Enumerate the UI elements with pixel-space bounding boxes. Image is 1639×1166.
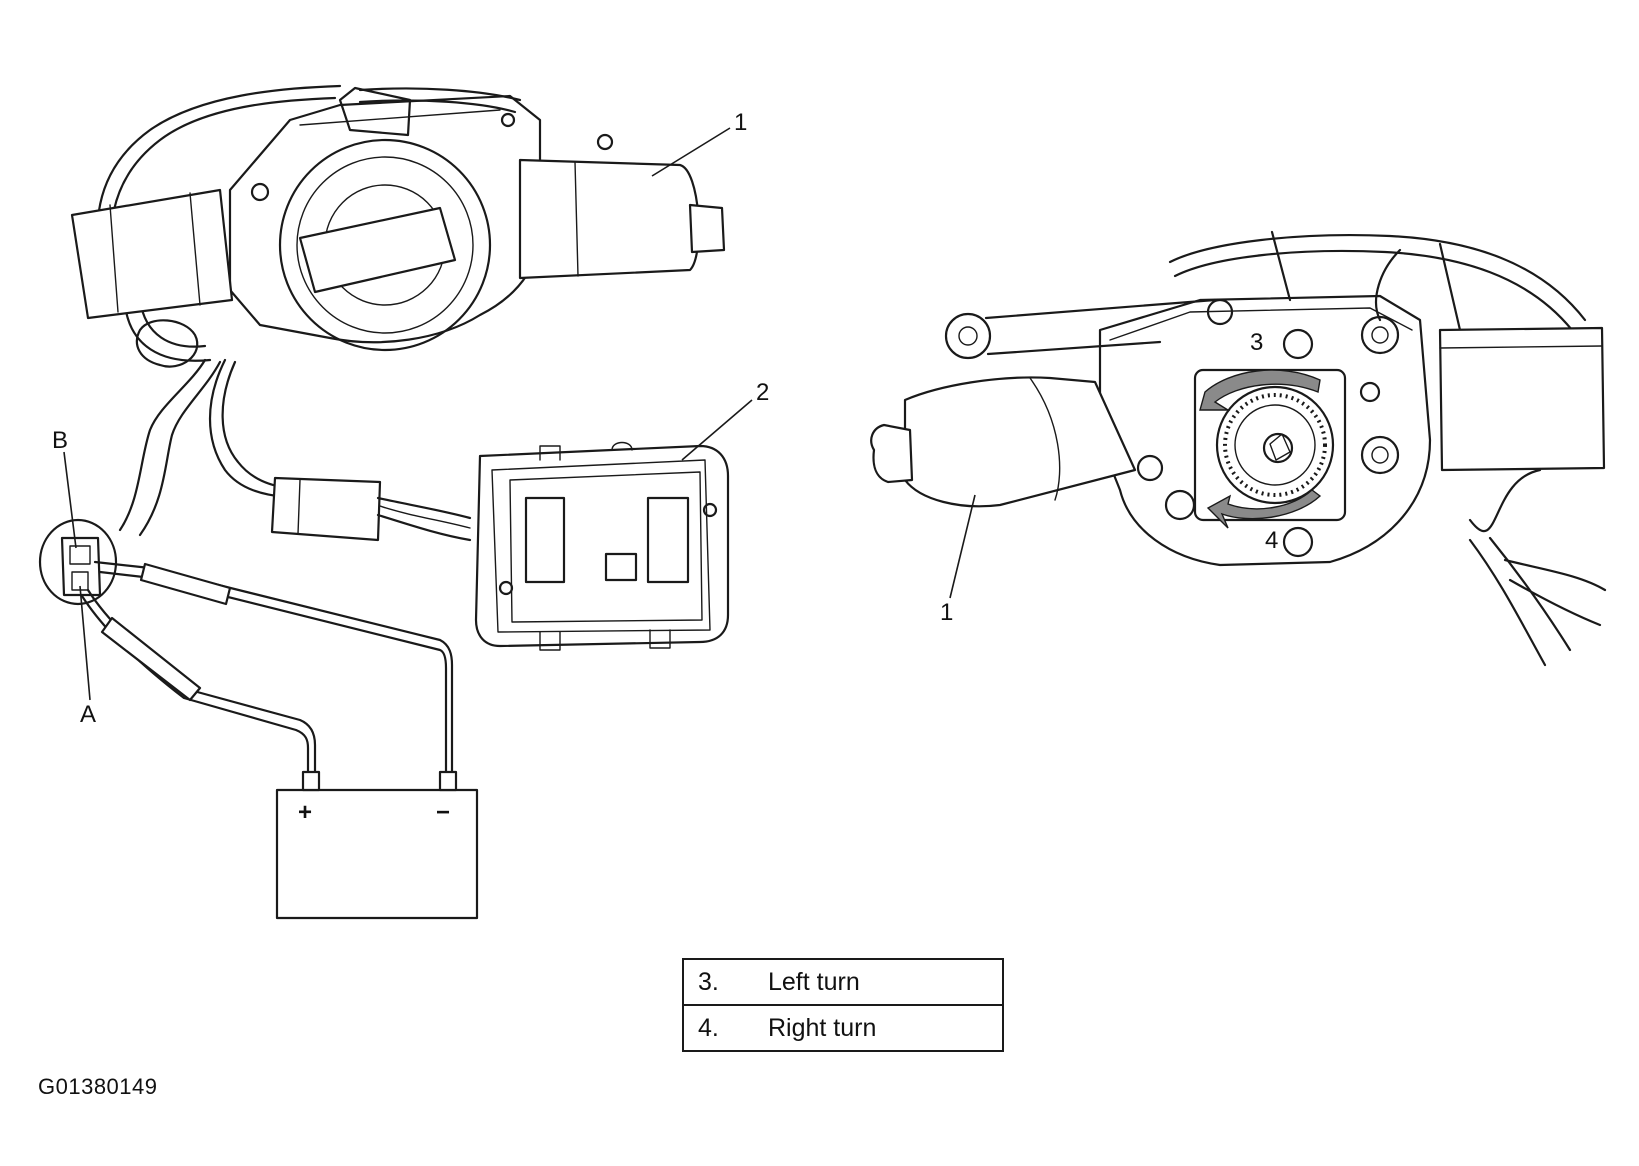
legend-row: 4. Right turn xyxy=(684,1006,1002,1050)
right-callouts: 1 3 4 xyxy=(940,329,1278,626)
callout-1-right: 1 xyxy=(940,599,953,626)
legend-text: Right turn xyxy=(768,1013,877,1042)
callout-2: 2 xyxy=(756,379,769,406)
callout-a: A xyxy=(80,701,96,728)
legend-row: 3. Left turn xyxy=(684,960,1002,1006)
legend-number: 3. xyxy=(698,967,719,996)
legend-number: 4. xyxy=(698,1013,719,1042)
left-callouts: 1 2 B A xyxy=(52,109,769,728)
figure-code: G01380149 xyxy=(38,1074,158,1099)
callout-1-left: 1 xyxy=(734,109,747,136)
wire-harness xyxy=(118,358,472,542)
callout-4: 4 xyxy=(1265,527,1278,554)
right-motor-assembly xyxy=(870,230,1607,667)
legend-table: 3. Left turn 4. Right turn xyxy=(682,958,1004,1052)
test-leads xyxy=(80,560,454,782)
battery-positive-label: + xyxy=(298,799,312,826)
battery: + − xyxy=(275,770,479,920)
switch-assembly xyxy=(474,441,730,651)
right-turn-arrow xyxy=(1206,489,1322,529)
left-motor-assembly xyxy=(70,84,726,368)
callout-b: B xyxy=(52,427,68,454)
battery-negative-label: − xyxy=(436,799,450,826)
left-turn-arrow xyxy=(1199,369,1321,411)
callout-3: 3 xyxy=(1250,329,1263,356)
legend-text: Left turn xyxy=(768,967,860,996)
connector xyxy=(38,518,118,606)
